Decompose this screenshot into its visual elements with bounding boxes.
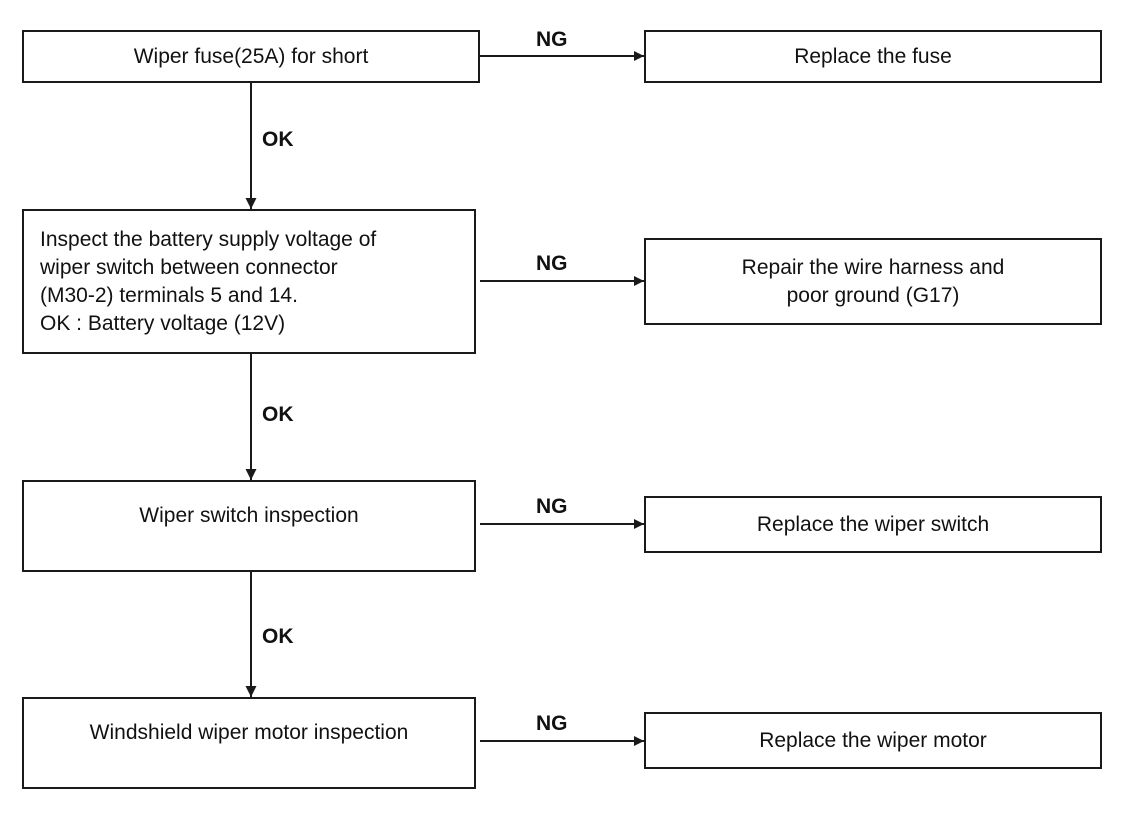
step-text-line: (M30-2) terminals 5 and 14.	[40, 283, 298, 307]
step-box-switch-inspection: Wiper switch inspection	[22, 480, 476, 572]
step-text: Wiper fuse(25A) for short	[133, 44, 369, 68]
ng-label: NG	[536, 28, 568, 51]
step-text: Wiper switch inspection	[139, 504, 359, 527]
step-box-fuse-check: Wiper fuse(25A) for short	[22, 30, 480, 83]
ng-label: NG	[536, 252, 568, 275]
result-text: Replace the wiper motor	[759, 728, 987, 752]
ok-label: OK	[262, 403, 294, 426]
ok-label: OK	[262, 625, 294, 648]
ng-label: NG	[536, 495, 568, 518]
step-box-motor-inspection: Windshield wiper motor inspection	[22, 697, 476, 789]
step-text: Windshield wiper motor inspection	[89, 721, 409, 744]
result-box-replace-fuse: Replace the fuse	[644, 30, 1102, 83]
result-box-replace-motor: Replace the wiper motor	[644, 712, 1102, 769]
step-text-line: OK : Battery voltage (12V)	[40, 311, 286, 335]
step-text-line: Inspect the battery supply voltage of	[40, 227, 377, 251]
result-box-repair-harness: Repair the wire harness and poor ground …	[644, 238, 1102, 325]
step-box-battery-voltage: Inspect the battery supply voltage of wi…	[22, 209, 476, 354]
result-text: Replace the fuse	[794, 44, 952, 68]
ok-label: OK	[262, 128, 294, 151]
result-text-line: poor ground (G17)	[786, 283, 960, 307]
result-text-line: Repair the wire harness and	[741, 255, 1005, 279]
result-text: Replace the wiper switch	[756, 512, 990, 536]
ng-label: NG	[536, 712, 568, 735]
result-box-replace-switch: Replace the wiper switch	[644, 496, 1102, 553]
step-text-line: wiper switch between connector	[40, 255, 338, 279]
